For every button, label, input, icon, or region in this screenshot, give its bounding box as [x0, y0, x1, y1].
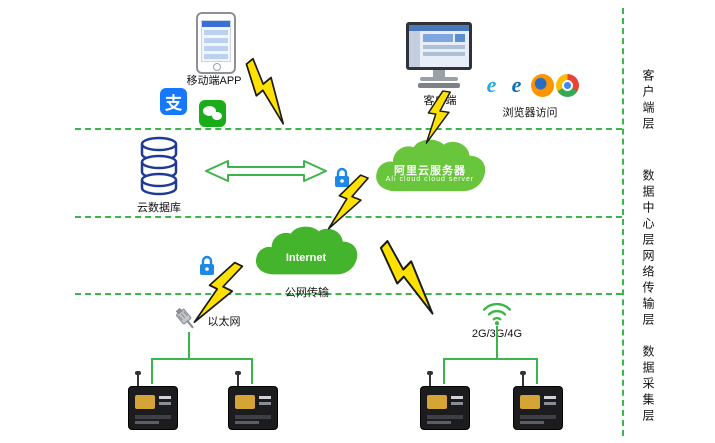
ali-cloud-label-en: Ali cloud cloud server	[385, 176, 475, 183]
monitor-stand	[433, 70, 445, 77]
connector-line	[496, 326, 498, 358]
wechat-icon	[199, 100, 226, 127]
connector-line	[151, 358, 153, 384]
sync-double-arrow	[202, 158, 330, 184]
connector-line	[443, 358, 538, 360]
connector-line	[151, 358, 253, 360]
layer-label-datacenter: 数据中心层	[641, 168, 655, 249]
layer-label-client: 客户端层	[641, 68, 655, 133]
layer-separator-1	[75, 128, 622, 130]
ali-cloud-server: 阿里云服务器 Ali cloud cloud server	[363, 136, 497, 198]
ethernet-label: 以太网	[207, 316, 241, 328]
keyboard-icon	[418, 83, 460, 88]
connector-line	[536, 358, 538, 384]
mobile-app-label: 移动端APP	[186, 75, 242, 87]
layer-label-network: 网络传输层	[641, 248, 655, 329]
browser-access-label: 浏览器访问	[502, 107, 558, 119]
ie-browser-icon: e	[480, 74, 503, 97]
lock-icon	[198, 255, 216, 277]
lightning-icon	[188, 254, 251, 335]
mobile-phone-icon	[196, 12, 236, 74]
alipay-icon: 支	[160, 88, 187, 115]
layer-boundary-line	[622, 8, 624, 436]
desktop-monitor-icon	[406, 22, 472, 70]
monitor-base	[420, 77, 458, 81]
lightning-icon	[420, 88, 458, 148]
wifi-icon	[481, 298, 513, 326]
connector-line	[251, 358, 253, 384]
lightning-icon	[367, 233, 455, 320]
layer-separator-2	[75, 216, 622, 218]
edge-browser-icon: e	[505, 74, 528, 97]
data-terminal-device	[420, 371, 470, 430]
data-terminal-device	[228, 371, 278, 430]
firefox-browser-icon	[531, 74, 554, 97]
internet-label: Internet	[285, 252, 327, 264]
internet-cloud: Internet	[250, 222, 362, 282]
public-net-label: 公网传输	[285, 287, 329, 299]
cloud-db-label: 云数据库	[137, 202, 181, 214]
ethernet-plug-icon	[172, 306, 198, 332]
chrome-browser-icon	[556, 74, 579, 97]
lightning-icon	[233, 52, 305, 129]
lightning-icon	[322, 168, 376, 239]
phone-screen	[201, 20, 231, 62]
connector-line	[188, 332, 190, 358]
ali-cloud-label-cn: 阿里云服务器	[394, 165, 466, 177]
layer-label-collection: 数据采集层	[641, 344, 655, 425]
layer-separator-3	[75, 293, 622, 295]
data-terminal-device	[513, 371, 563, 430]
cloud-database-icon	[138, 136, 180, 201]
connector-line	[443, 358, 445, 384]
data-terminal-device	[128, 371, 178, 430]
lock-icon	[333, 167, 351, 189]
